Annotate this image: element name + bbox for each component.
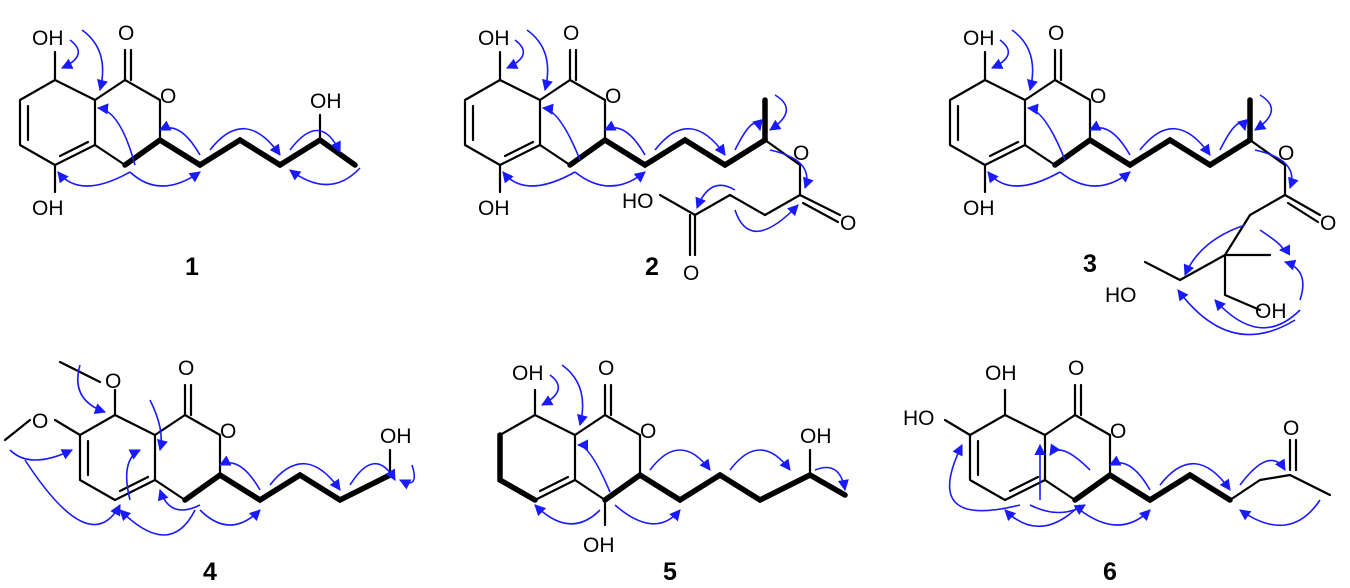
compound-5-hmbc-arrows — [534, 364, 849, 525]
compound-4-bonds — [3, 360, 392, 502]
atom-label: OH — [1255, 300, 1287, 323]
atom-label: OH — [478, 197, 510, 220]
compound-number: 3 — [1083, 250, 1097, 278]
atom-label: OH — [985, 362, 1017, 385]
compound-6-bonds — [943, 383, 1332, 502]
atom-label: O — [32, 410, 48, 433]
atom-label: O — [683, 262, 699, 285]
atom-label: O — [640, 420, 656, 443]
atom-label: OH — [800, 425, 832, 448]
compound-3-structure: OH O O OH O O HO OH 3 — [948, 22, 1336, 336]
compound-1-cosy-bonds — [122, 136, 358, 169]
compound-3-cosy-bonds — [1052, 97, 1253, 169]
compound-number: 4 — [203, 558, 217, 586]
compound-2-hmbc-arrows — [502, 29, 814, 233]
atom-label: OH — [583, 534, 615, 557]
atom-label: O — [118, 22, 134, 45]
atom-label: O — [598, 357, 614, 380]
atom-label: OH — [963, 197, 995, 220]
compound-2-bonds — [463, 48, 842, 257]
atom-label: OH — [478, 27, 510, 50]
atom-label: HO — [622, 190, 654, 213]
atom-label: O — [793, 142, 809, 165]
compound-1-bonds — [18, 48, 162, 194]
atom-label: OH — [310, 90, 342, 113]
compound-5-labels: OH O O OH OH 5 — [512, 357, 832, 586]
compound-6-labels: OH HO O O O 6 — [903, 357, 1299, 586]
atom-label: O — [1283, 417, 1299, 440]
atom-label: HO — [1105, 284, 1137, 307]
compound-number: 6 — [1103, 558, 1117, 586]
atom-label: OH — [963, 27, 995, 50]
compound-2-structure: OH O O OH O HO O O 2 — [463, 22, 856, 285]
compound-3-labels: OH O O OH O O HO OH 3 — [963, 22, 1336, 323]
compound-number: 2 — [645, 253, 659, 281]
compound-5-bonds — [498, 383, 812, 527]
compound-5-cosy-bonds — [497, 432, 848, 504]
atom-label: OH — [380, 425, 412, 448]
atom-label: HO — [903, 407, 935, 430]
atom-label: O — [1068, 357, 1084, 380]
compound-6-cosy-bonds — [1072, 471, 1233, 504]
compound-number: 5 — [663, 558, 677, 586]
compound-number: 1 — [185, 253, 199, 281]
atom-label: O — [1110, 420, 1126, 443]
compound-1-structure: OH O O OH OH 1 — [18, 22, 361, 281]
atom-label: O — [605, 85, 621, 108]
compound-1-hmbc-arrows — [57, 29, 361, 187]
compound-4-labels: O O O O OH 4 — [32, 357, 412, 586]
compound-5-structure: OH O O OH OH 5 — [497, 357, 849, 586]
compound-2-labels: OH O O OH O HO O O 2 — [478, 22, 856, 285]
compound-2-cosy-bonds — [567, 97, 768, 169]
atom-label: O — [1090, 85, 1106, 108]
atom-label: O — [1278, 142, 1294, 165]
atom-label: OH — [512, 362, 544, 385]
atom-label: O — [178, 357, 194, 380]
atom-label: O — [220, 420, 236, 443]
compound-3-bonds — [948, 48, 1322, 312]
atom-label: O — [160, 85, 176, 108]
atom-label: O — [1320, 212, 1336, 235]
compound-6-structure: OH HO O O O 6 — [903, 357, 1332, 586]
compound-1-labels: OH O O OH OH 1 — [32, 22, 342, 281]
atom-label: O — [1048, 22, 1064, 45]
atom-label: O — [840, 212, 856, 235]
compound-4-cosy-bonds — [182, 471, 393, 504]
compound-6-hmbc-arrows — [948, 443, 1321, 528]
compound-4-hmbc-arrows — [9, 364, 416, 536]
atom-label: O — [563, 22, 579, 45]
atom-label: O — [105, 370, 121, 393]
compound-4-structure: O O O O OH 4 — [3, 357, 416, 586]
compound-3-hmbc-arrows — [987, 29, 1304, 336]
atom-label: OH — [32, 197, 64, 220]
atom-label: OH — [32, 27, 64, 50]
